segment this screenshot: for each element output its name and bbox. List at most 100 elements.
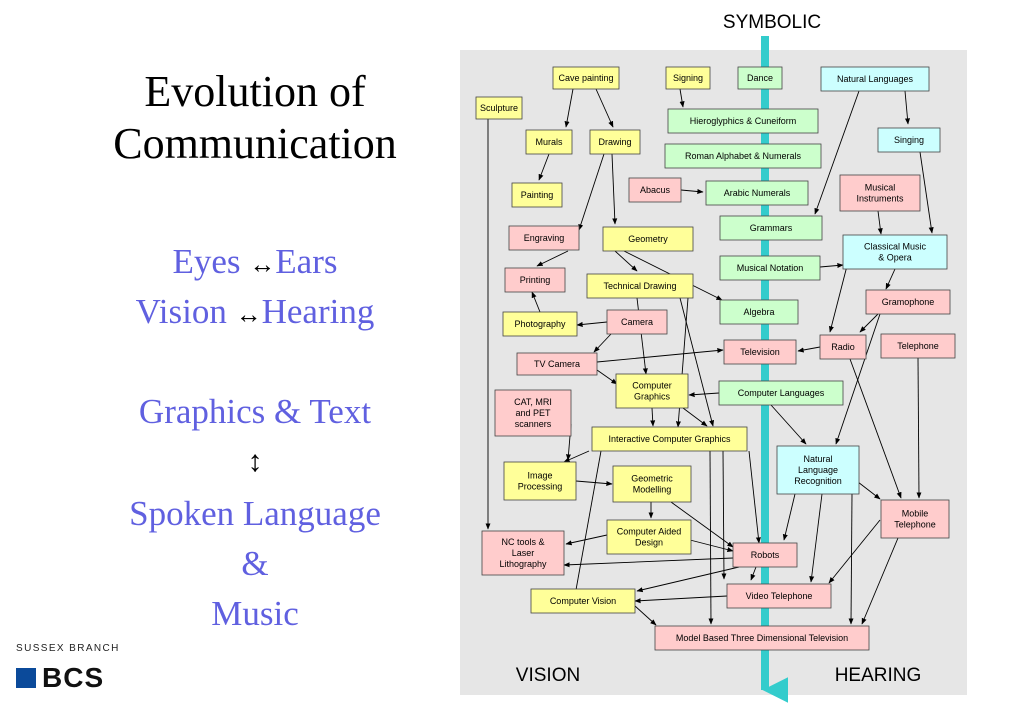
connection-arrow — [565, 534, 608, 546]
node-label: Design — [635, 538, 663, 548]
node-label: Grammars — [750, 223, 793, 233]
connection-arrow — [682, 407, 708, 427]
connection-arrow — [575, 480, 613, 487]
node-label: Computer Vision — [550, 596, 616, 606]
node-label: Computer — [632, 381, 672, 391]
connection-arrow — [536, 250, 569, 267]
node-label: Signing — [673, 73, 703, 83]
connection-arrow — [576, 321, 608, 327]
node-label: Musical — [865, 183, 896, 193]
node-box — [602, 226, 694, 252]
node-abacus: Abacus — [628, 177, 682, 203]
node-box — [877, 127, 941, 153]
node-box — [552, 66, 620, 90]
connection-arrow — [819, 262, 844, 269]
node-box — [718, 380, 844, 406]
node-label: Camera — [621, 317, 653, 327]
connection-arrow — [593, 333, 612, 353]
node-dance: Dance — [737, 66, 783, 90]
title-line-2: Communication — [113, 119, 397, 168]
node-murals: Murals — [525, 129, 573, 155]
node-label: Image — [527, 471, 552, 481]
connection-arrow — [857, 481, 881, 500]
node-box — [606, 309, 668, 335]
connection-arrow — [748, 450, 761, 544]
node-box — [612, 465, 692, 503]
node-drawing: Drawing — [589, 129, 641, 155]
connection-arrow — [861, 537, 899, 625]
up-down-arrow-line: ↕ — [60, 438, 450, 484]
node-label: Gramophone — [882, 297, 935, 307]
node-musical-notation: Musical Notation — [719, 255, 821, 281]
node-label: Robots — [751, 550, 780, 560]
spoken-language-label: Spoken Language — [129, 494, 381, 533]
connection-arrow — [782, 493, 796, 541]
node-label: Radio — [831, 342, 855, 352]
node-singing: Singing — [877, 127, 941, 153]
ears-label: Ears — [275, 242, 338, 281]
node-box — [664, 143, 822, 169]
node-box — [475, 96, 523, 120]
node-label: Musical Notation — [737, 263, 804, 273]
node-label: Geometric — [631, 474, 673, 484]
node-label: Geometry — [628, 234, 668, 244]
eyes-ears-line: Eyes ↔Ears — [60, 240, 450, 287]
node-classical-music: Classical Music& Opera — [842, 234, 948, 270]
node-label: Modelling — [633, 485, 672, 495]
bcs-logo-icon — [16, 668, 36, 688]
connection-arrow — [636, 566, 740, 593]
node-label: Computer Languages — [738, 388, 825, 398]
connection-arrow — [614, 250, 638, 272]
node-label: Processing — [518, 482, 563, 492]
left-right-arrow-icon: ↔ — [235, 300, 262, 329]
node-label: Telephone — [897, 341, 939, 351]
connection-arrow — [563, 557, 734, 568]
connection-arrow — [835, 313, 881, 445]
node-computer-languages: Computer Languages — [718, 380, 844, 406]
connection-arrow — [708, 450, 714, 625]
connection-arrow — [572, 450, 602, 602]
symbolic-label: SYMBOLIC — [723, 12, 821, 33]
node-label: Hieroglyphics & Cuneiform — [690, 116, 797, 126]
node-box — [820, 66, 930, 92]
node-signing: Signing — [665, 66, 711, 90]
connection-arrow — [680, 188, 704, 194]
node-box — [589, 129, 641, 155]
node-label: Dance — [747, 73, 773, 83]
node-label: Singing — [894, 135, 924, 145]
node-box — [880, 499, 950, 539]
connection-arrow — [670, 501, 734, 548]
node-technical-drawing: Technical Drawing — [586, 273, 694, 299]
node-label: Laser — [512, 548, 535, 558]
node-radio: Radio — [819, 334, 867, 360]
slide-title: Evolution of Communication — [60, 66, 450, 170]
node-label: Lithography — [499, 559, 547, 569]
node-tv-camera: TV Camera — [516, 352, 598, 376]
node-printing: Printing — [504, 267, 566, 293]
node-box — [615, 373, 689, 409]
node-box — [732, 542, 798, 568]
connection-arrow — [634, 605, 657, 626]
node-box — [481, 530, 565, 576]
node-grammars: Grammars — [719, 215, 823, 241]
node-box — [667, 108, 819, 134]
node-label: scanners — [515, 419, 552, 429]
left-right-arrow-icon: ↔ — [249, 250, 276, 279]
node-box — [591, 426, 748, 452]
connection-arrow — [919, 151, 934, 234]
connection-arrow — [538, 153, 550, 181]
node-label: Language — [798, 465, 838, 475]
music-label: Music — [211, 594, 299, 633]
node-box — [508, 225, 580, 251]
node-computer-vision: Computer Vision — [530, 588, 636, 614]
node-box — [880, 333, 956, 359]
node-box — [525, 129, 573, 155]
connection-arrow — [595, 88, 614, 128]
node-box — [628, 177, 682, 203]
ampersand-label: & — [241, 544, 269, 583]
